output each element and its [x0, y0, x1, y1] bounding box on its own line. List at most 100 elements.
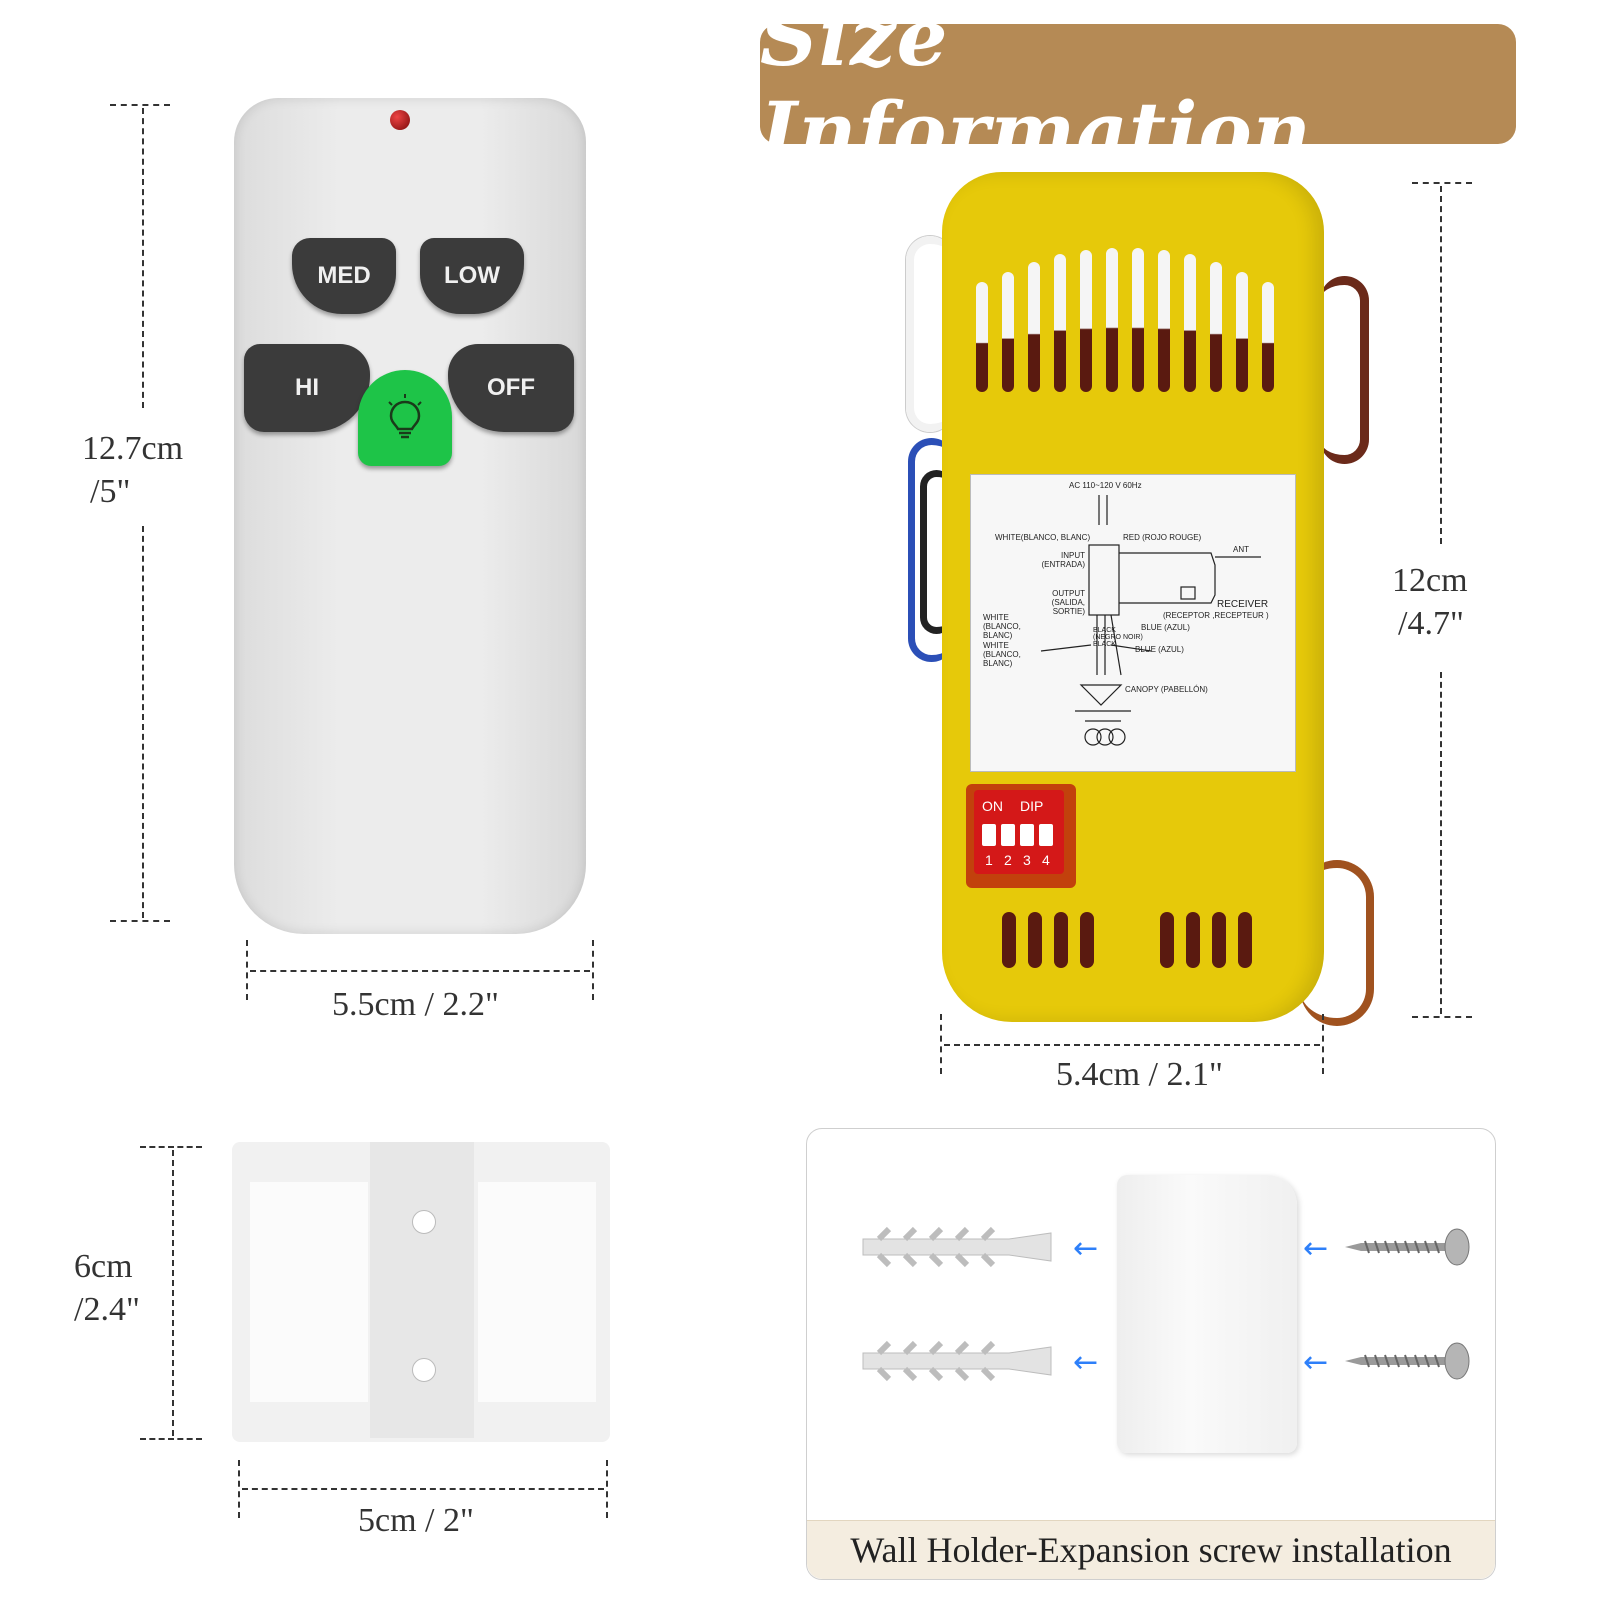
bottom-vent — [1160, 912, 1174, 968]
dimension-line — [1440, 186, 1442, 544]
blue-wire — [908, 438, 955, 662]
arrow-left-icon: ← — [1303, 1345, 1329, 1380]
expansion-anchor — [862, 1226, 1052, 1268]
holder-back-plate — [370, 1142, 474, 1438]
holder-height-label: 6cm /2.4" — [74, 1246, 140, 1331]
wiring-diagram — [1040, 495, 1261, 746]
bottom-vent — [1054, 912, 1068, 968]
page-title: Size Information — [760, 0, 1312, 178]
arrow-left-icon: ← — [1303, 1231, 1329, 1266]
receiver-height-label: 12cm /4.7" — [1392, 560, 1468, 645]
dip-switch-housing: ON DIP 1 2 3 4 — [966, 784, 1076, 888]
brown-wire — [1320, 276, 1369, 464]
screw-icon — [1345, 1342, 1470, 1380]
label-input: INPUT (ENTRADA) — [1041, 551, 1085, 569]
installation-panel: ← ← ← ← Wall Holder-Expansion screw inst… — [806, 1128, 1496, 1580]
label-red: RED (ROJO ROUGE) — [1123, 533, 1202, 542]
dimension-line — [592, 940, 594, 1000]
dimension-line — [172, 1150, 174, 1436]
holder-left-wing — [250, 1182, 368, 1402]
dimension-line — [140, 1146, 202, 1148]
label-black: BLACK (NEGRO NOIR) BLACK — [1093, 627, 1143, 648]
dimension-line — [140, 1438, 202, 1440]
dimension-line — [1440, 672, 1442, 1014]
med-button[interactable]: MED — [292, 238, 396, 314]
brown-antenna-wire — [1300, 860, 1374, 1026]
vent-slot — [1184, 254, 1196, 392]
dimension-line — [110, 920, 170, 922]
dimension-line — [606, 1460, 608, 1518]
vent-slot — [1210, 262, 1222, 392]
bottom-vent — [1238, 912, 1252, 968]
low-button[interactable]: LOW — [420, 238, 524, 314]
black-wire — [920, 470, 953, 634]
off-button[interactable]: OFF — [448, 344, 574, 432]
label-blue1: BLUE (AZUL) — [1141, 623, 1190, 632]
receiver-width-label: 5.4cm / 2.1" — [1056, 1056, 1223, 1093]
remote-width-label: 5.5cm / 2.2" — [332, 986, 499, 1023]
hi-button[interactable]: HI — [244, 344, 370, 432]
receiver-height-cm: 12cm — [1392, 562, 1468, 599]
dimension-line — [1322, 1014, 1324, 1074]
dip-num: 2 — [1004, 852, 1012, 868]
label-receptor: (RECEPTOR ,RECEPTEUR ) — [1163, 611, 1269, 620]
screw-icon — [1345, 1228, 1470, 1266]
holder-right-wing — [478, 1182, 596, 1402]
dip-switch-1[interactable] — [982, 824, 996, 846]
label-white2: WHITE (BLANCO, BLANC) — [983, 613, 1021, 640]
label-canopy: CANOPY (PABELLÓN) — [1125, 685, 1208, 694]
dip-num: 1 — [985, 852, 993, 868]
dip-num: 3 — [1023, 852, 1031, 868]
dip-switch-4[interactable] — [1039, 824, 1053, 846]
dip-num: 4 — [1042, 852, 1050, 868]
dip-switch-2[interactable] — [1001, 824, 1015, 846]
dimension-line — [944, 1044, 1320, 1046]
expansion-anchor — [862, 1340, 1052, 1382]
vent-slot — [1132, 248, 1144, 392]
vent-slot — [1028, 262, 1040, 392]
dimension-line — [940, 1014, 942, 1074]
dimension-line — [250, 970, 590, 972]
label-blue2: BLUE (AZUL) — [1135, 645, 1184, 654]
dip-on-label: ON — [982, 798, 1003, 814]
remote-control: MED LOW HI OFF — [234, 98, 586, 934]
dimension-line — [142, 526, 144, 918]
label-ant: ANT — [1233, 545, 1249, 554]
title-banner: Size Information — [760, 0, 1516, 178]
label-white3: WHITE (BLANCO, BLANC) — [983, 641, 1021, 668]
arrow-left-icon: ← — [1073, 1345, 1099, 1380]
dimension-line — [238, 1460, 240, 1518]
receiver-height-in: /4.7" — [1398, 604, 1464, 642]
remote-height-in: /5" — [90, 472, 131, 510]
dimension-line — [246, 940, 248, 1000]
bottom-vent — [1212, 912, 1226, 968]
dip-switch-3[interactable] — [1020, 824, 1034, 846]
bottom-vent — [1080, 912, 1094, 968]
dimension-line — [1412, 182, 1472, 184]
bottom-vent — [1028, 912, 1042, 968]
remote-height-cm: 12.7cm — [82, 430, 184, 467]
dip-label: DIP — [1020, 798, 1044, 814]
holder-width-label: 5cm / 2" — [358, 1502, 474, 1539]
vent-slot — [1054, 254, 1066, 392]
receiver-unit: AC 110~120 V 60Hz WHITE(BLANCO, BLANC) R… — [942, 172, 1324, 1022]
installation-caption: Wall Holder-Expansion screw installation — [807, 1520, 1495, 1579]
dimension-line — [142, 108, 144, 408]
bulb-icon — [388, 394, 422, 439]
light-button[interactable] — [358, 370, 452, 466]
dimension-line — [242, 1488, 604, 1490]
vent-slot — [976, 282, 988, 392]
arrow-left-icon: ← — [1073, 1231, 1099, 1266]
dip-switch[interactable]: ON DIP 1 2 3 4 — [974, 790, 1064, 874]
holder-height-cm: 6cm — [74, 1248, 133, 1285]
vent-slot — [1158, 250, 1170, 392]
white-wire — [906, 236, 954, 432]
label-voltage: AC 110~120 V 60Hz — [1069, 481, 1142, 490]
wall-holder-side-view — [1117, 1175, 1297, 1453]
dimension-line — [110, 104, 170, 106]
label-output: OUTPUT (SALIDA, SORTIE) — [1051, 589, 1085, 616]
bottom-vent — [1186, 912, 1200, 968]
label-receiver: RECEIVER — [1217, 599, 1269, 610]
vent-slot — [1236, 272, 1248, 392]
remote-height-label: 12.7cm /5" — [82, 428, 183, 513]
